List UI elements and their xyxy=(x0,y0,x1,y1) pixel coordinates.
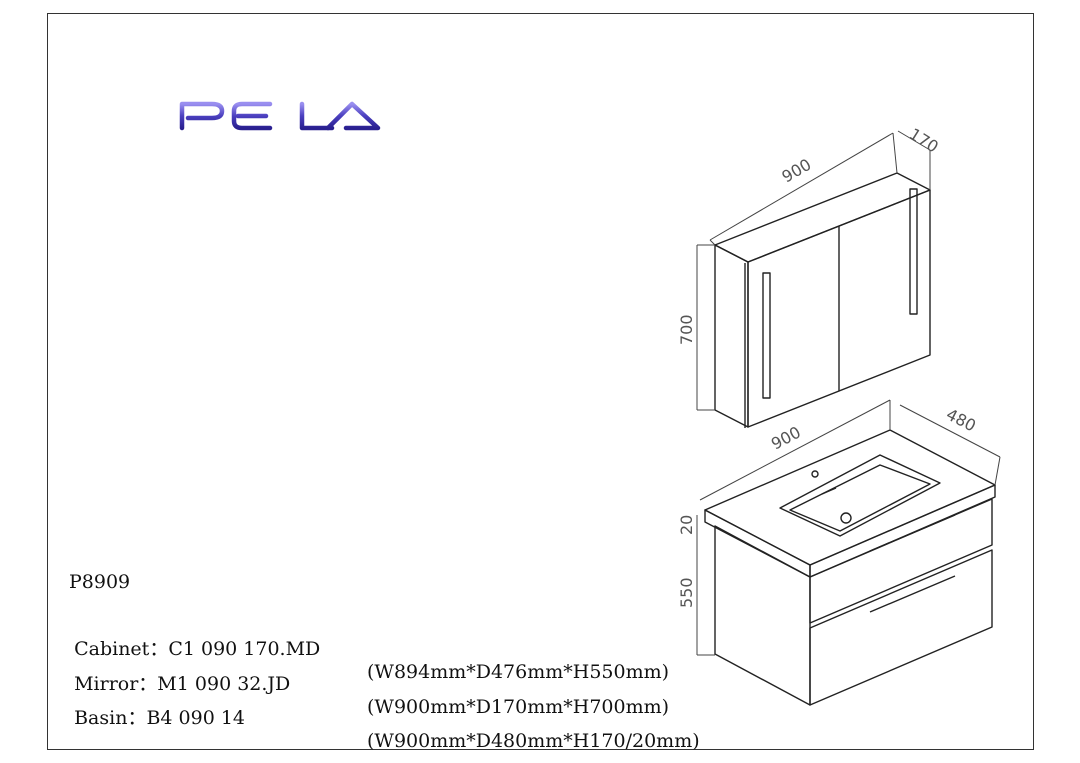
drawing-frame xyxy=(47,13,1034,750)
dim-basin-width: 900 xyxy=(768,422,804,453)
dim-cabinet-height: 550 xyxy=(677,577,696,608)
spec-basin-dims: (W900mm*D480mm*H170/20mm) xyxy=(367,730,700,752)
dim-mirror-depth: 170 xyxy=(906,124,942,156)
spec-mirror: Mirror：M1 090 32.JD (W900mm*D170mm*H700m… xyxy=(62,647,669,718)
spec-basin-label: Basin：B4 090 14 xyxy=(74,707,246,729)
dimension-lines xyxy=(696,130,1001,656)
spec-mirror-dims: (W900mm*D170mm*H700mm) xyxy=(367,696,670,718)
spec-cabinet-label: Cabinet：C1 090 170.MD xyxy=(74,638,321,660)
model-number: P8909 xyxy=(69,571,131,593)
spec-cabinet: Cabinet：C1 090 170.MD (W894mm*D476mm*H55… xyxy=(62,612,669,683)
dim-mirror-height: 700 xyxy=(677,314,696,345)
dim-basin-thickness: 20 xyxy=(677,515,696,535)
peila-logo xyxy=(179,101,381,131)
mirror-cabinet xyxy=(714,172,931,428)
spec-cabinet-dims: (W894mm*D476mm*H550mm) xyxy=(367,661,670,683)
spec-basin: Basin：B4 090 14 (W900mm*D480mm*H170/20mm… xyxy=(62,681,700,752)
product-drawing: 900 170 700 900 480 20 550 xyxy=(677,124,1001,706)
spec-mirror-label: Mirror：M1 090 32.JD xyxy=(74,673,291,695)
vanity-cabinet xyxy=(704,429,996,706)
